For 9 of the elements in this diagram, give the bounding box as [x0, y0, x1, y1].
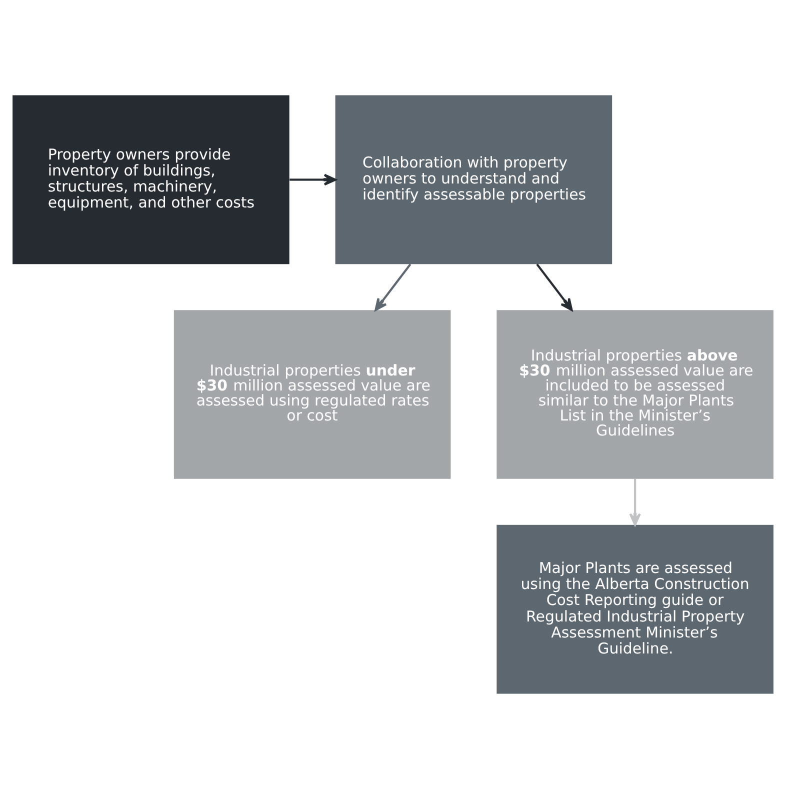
node-box: Collaboration with property owners to understand and identify assessable properties [335, 95, 612, 264]
node-box: Major Plants are assessed using the Alberta Construction Cost Reporting guide or Regulated Industrial Property Assessment Minister’s Guideline. [496, 524, 774, 694]
arrow [629, 479, 641, 526]
node-box: Property owners provide inventory of buildings, structures, machinery, equipment, and other costs [12, 95, 290, 264]
arrow [290, 174, 336, 186]
node-box: Industrial properties under $30 million assessed value are assessed using regulated rates or cost [174, 310, 451, 479]
arrow [374, 264, 412, 311]
node-box: Industrial properties above $30 million assessed value are included to be assessed similar to the Major Plants List in the Minister’s Guidelines [496, 310, 774, 479]
arrow [536, 264, 573, 311]
